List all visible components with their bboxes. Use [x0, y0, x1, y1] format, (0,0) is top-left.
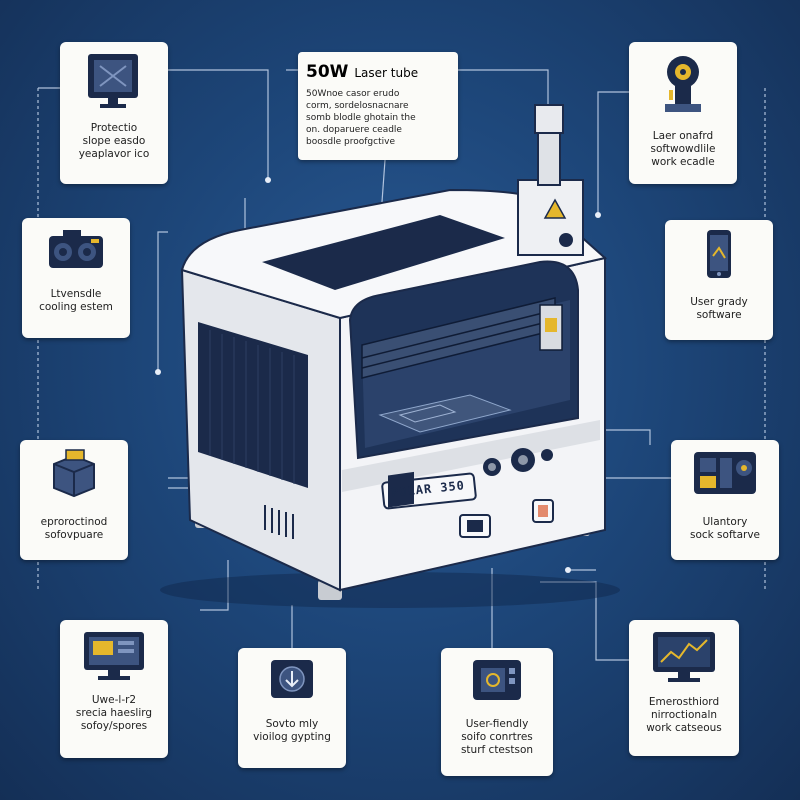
feature-card-cooling: Ltvensdle cooling estem: [22, 218, 130, 338]
computer-icon: [80, 628, 148, 688]
laser-tube-label: Laser tube: [354, 66, 419, 80]
laser-tube-title: 50W Laser tube: [306, 62, 450, 82]
feature-card-controls: User-fiendly soifo conrtres sturf ctests…: [441, 648, 553, 776]
connector-lines: [37, 69, 766, 661]
feature-line: Ltvensdle: [50, 288, 102, 300]
feature-line: Uwe-l-r2: [91, 694, 137, 706]
description-line: boosdle proofgctive: [306, 137, 395, 147]
feature-line: nirroctionaln: [650, 709, 718, 721]
feature-line: User grady: [690, 296, 748, 308]
feature-line: slope easdo: [82, 135, 146, 147]
feature-line: Ulantory: [702, 516, 748, 528]
phone-icon: [699, 228, 739, 286]
feature-text: eproroctinod sofovpuare: [37, 516, 112, 542]
camera-icon: [45, 226, 107, 278]
tablet-icon: [469, 656, 525, 712]
monitor-icon: [82, 50, 146, 116]
feature-line: sofoy/spores: [80, 720, 148, 732]
feature-text: Sovto mly vioilog gypting: [249, 718, 335, 744]
laser-tube-power: 50W: [306, 62, 349, 82]
description-line: on. doparuere ceadle: [306, 125, 402, 135]
laser-head-icon: [653, 50, 713, 124]
feature-line: sofovpuare: [44, 529, 104, 541]
description-line: corm, sordelosnacnare: [306, 101, 409, 111]
description-line: 50Wnoe casor erudo: [306, 89, 400, 99]
download-icon: [265, 656, 319, 708]
description-line: somb blodle ghotain the: [306, 113, 416, 123]
feature-text: Protectio slope easdo yeaplavor ico: [75, 122, 154, 161]
feature-line: srecia haeslirg: [75, 707, 153, 719]
laser-machine: [160, 104, 620, 608]
feature-line: Sovto mly: [265, 718, 319, 730]
feature-text: Ltvensdle cooling estem: [35, 288, 117, 314]
feature-line: Laer onafrd: [652, 130, 714, 142]
feature-card-software: User grady software: [665, 220, 773, 340]
feature-line: vioilog gypting: [253, 731, 331, 743]
feature-line: work catseous: [646, 722, 722, 734]
feature-text: Ulantory sock softarve: [686, 516, 764, 542]
box-icon: [46, 448, 102, 504]
feature-text: Uwe-l-r2 srecia haeslirg sofoy/spores: [72, 694, 156, 733]
feature-card-software-right: Ulantory sock softarve: [671, 440, 779, 560]
feature-text: User grady software: [686, 296, 752, 322]
feature-line: sock softarve: [689, 529, 761, 541]
feature-line: eproroctinod: [40, 516, 108, 528]
feature-line: soifo conrtres: [461, 731, 533, 743]
feature-line: software: [696, 309, 742, 321]
chart-monitor-icon: [649, 628, 719, 690]
feature-card-workarea: Emerosthiord nirroctionaln work catseous: [629, 620, 739, 756]
feature-line: Protectio: [90, 122, 138, 134]
feature-card-viewing: Sovto mly vioilog gypting: [238, 648, 346, 768]
feature-text: User-fiendly soifo conrtres sturf ctests…: [457, 718, 537, 757]
laser-tube-description: 50Wnoe casor erudo corm, sordelosnacnare…: [306, 88, 450, 148]
feature-line: sturf ctestson: [460, 744, 534, 756]
feature-card-protective: Protectio slope easdo yeaplavor ico: [60, 42, 168, 184]
feature-card-software-left: eproroctinod sofovpuare: [20, 440, 128, 560]
feature-line: softwowdlile: [650, 143, 716, 155]
feature-text: Emerosthiord nirroctionaln work catseous: [642, 696, 726, 735]
feature-line: work ecadle: [651, 156, 715, 168]
feature-line: User-fiendly: [465, 718, 529, 730]
feature-card-laser-safety: Laer onafrd softwowdlile work ecadle: [629, 42, 737, 184]
feature-line: cooling estem: [39, 301, 113, 313]
feature-line: yeaplavor ico: [78, 148, 150, 160]
feature-line: Emerosthiord: [648, 696, 720, 708]
laser-tube-callout: 50W Laser tube 50Wnoe casor erudo corm, …: [298, 52, 458, 160]
feature-card-handling: Uwe-l-r2 srecia haeslirg sofoy/spores: [60, 620, 168, 758]
dashboard-icon: [690, 448, 760, 506]
feature-text: Laer onafrd softwowdlile work ecadle: [647, 130, 720, 169]
